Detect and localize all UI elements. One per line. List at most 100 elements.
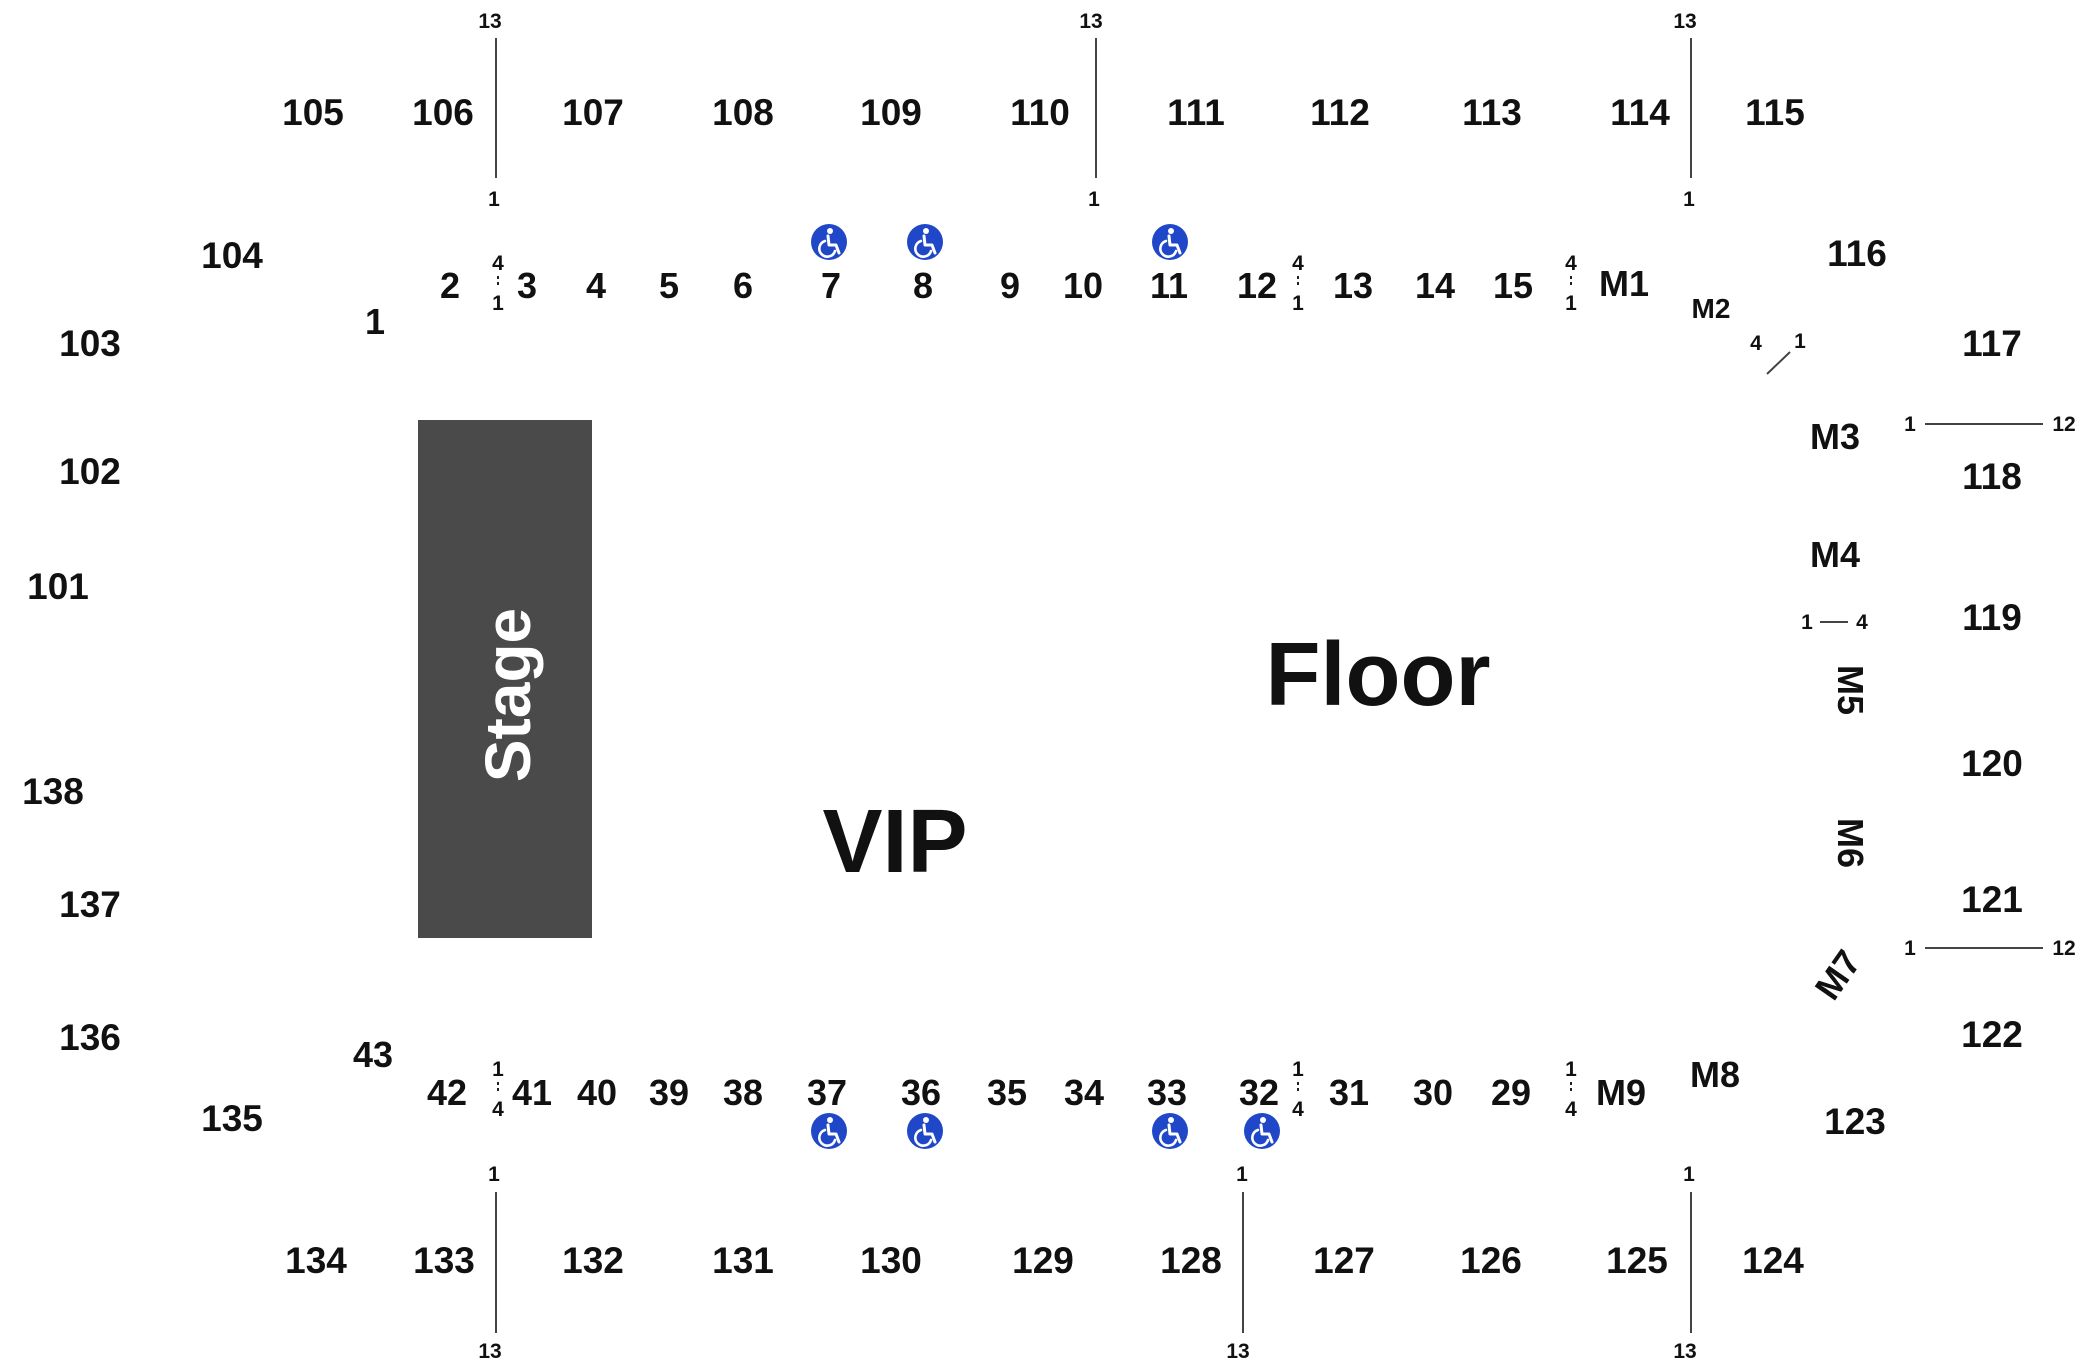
floor-block-39[interactable]: 39 bbox=[649, 1072, 689, 1113]
floor-block-m7[interactable]: M7 bbox=[1807, 943, 1869, 1007]
section-124[interactable]: 124 bbox=[1742, 1240, 1804, 1281]
section-126[interactable]: 126 bbox=[1460, 1240, 1522, 1281]
floor-block-32[interactable]: 32 bbox=[1239, 1072, 1279, 1113]
floor-block-2[interactable]: 2 bbox=[440, 265, 460, 306]
sections-left: 104 103 102 101 138 137 136 135 bbox=[22, 235, 263, 1139]
section-103[interactable]: 103 bbox=[59, 323, 121, 364]
floor-block-35[interactable]: 35 bbox=[987, 1072, 1027, 1113]
floor-block-38[interactable]: 38 bbox=[723, 1072, 763, 1113]
stage-block bbox=[418, 420, 592, 938]
floor-block-37[interactable]: 37 bbox=[807, 1072, 847, 1113]
section-105[interactable]: 105 bbox=[282, 92, 344, 133]
floor-block-1[interactable]: 1 bbox=[365, 301, 385, 342]
floor-block-7[interactable]: 7 bbox=[821, 265, 841, 306]
section-122[interactable]: 122 bbox=[1961, 1014, 2023, 1055]
floor-row-32-31-top: 1 bbox=[1292, 1058, 1304, 1081]
section-104[interactable]: 104 bbox=[201, 235, 263, 276]
section-107[interactable]: 107 bbox=[562, 92, 624, 133]
wheelchair-accessible-icon[interactable] bbox=[905, 222, 945, 262]
section-102[interactable]: 102 bbox=[59, 451, 121, 492]
floor-block-m4[interactable]: M4 bbox=[1810, 534, 1860, 575]
floor-block-m6[interactable]: M6 bbox=[1830, 818, 1871, 868]
section-116[interactable]: 116 bbox=[1827, 233, 1887, 274]
floor-block-m3[interactable]: M3 bbox=[1810, 416, 1860, 457]
floor-block-m8[interactable]: M8 bbox=[1690, 1054, 1740, 1095]
section-134[interactable]: 134 bbox=[285, 1240, 347, 1281]
floor-block-8[interactable]: 8 bbox=[913, 265, 933, 306]
section-114[interactable]: 114 bbox=[1610, 92, 1670, 133]
floor-row-42-41-bottom: 4 bbox=[492, 1098, 504, 1121]
wheelchair-accessible-icon[interactable] bbox=[809, 1111, 849, 1151]
floor-block-30[interactable]: 30 bbox=[1413, 1072, 1453, 1113]
floor-block-m9[interactable]: M9 bbox=[1596, 1072, 1646, 1113]
section-119[interactable]: 119 bbox=[1962, 597, 2022, 638]
section-108[interactable]: 108 bbox=[712, 92, 774, 133]
section-121[interactable]: 121 bbox=[1961, 879, 2023, 920]
floor-block-42[interactable]: 42 bbox=[427, 1072, 467, 1113]
floor-block-29[interactable]: 29 bbox=[1491, 1072, 1531, 1113]
section-110[interactable]: 110 bbox=[1010, 92, 1070, 133]
section-132[interactable]: 132 bbox=[562, 1240, 624, 1281]
section-125[interactable]: 125 bbox=[1606, 1240, 1668, 1281]
floor-block-11[interactable]: 11 bbox=[1150, 265, 1188, 306]
row-label-110-top: 13 bbox=[1079, 10, 1102, 33]
wheelchair-accessible-icon[interactable] bbox=[809, 222, 849, 262]
floor-block-9[interactable]: 9 bbox=[1000, 265, 1020, 306]
floor-block-15[interactable]: 15 bbox=[1493, 265, 1533, 306]
floor-block-36[interactable]: 36 bbox=[901, 1072, 941, 1113]
row-label-106-bottom: 1 bbox=[488, 188, 500, 211]
wheelchair-accessible-icon[interactable] bbox=[905, 1111, 945, 1151]
floor-block-34[interactable]: 34 bbox=[1064, 1072, 1104, 1113]
floor-block-31[interactable]: 31 bbox=[1329, 1072, 1369, 1113]
floor-row-markers: 4 1 4 1 4 1 4 1 1 4 1 4 1 4 1 4 bbox=[492, 252, 1868, 1121]
floor-block-13[interactable]: 13 bbox=[1333, 265, 1373, 306]
row-markers-right: 1 12 1 12 bbox=[1904, 413, 2076, 960]
wheelchair-accessible-icon[interactable] bbox=[1150, 1111, 1190, 1151]
sections-top: 105 106 107 108 109 110 111 112 113 114 … bbox=[282, 92, 1805, 133]
section-113[interactable]: 113 bbox=[1462, 92, 1522, 133]
floor-block-m5[interactable]: M5 bbox=[1830, 665, 1871, 715]
section-117[interactable]: 117 bbox=[1962, 323, 2022, 364]
section-115[interactable]: 115 bbox=[1745, 92, 1805, 133]
wheelchair-accessible-icon[interactable] bbox=[1150, 222, 1190, 262]
section-128[interactable]: 128 bbox=[1160, 1240, 1222, 1281]
section-101[interactable]: 101 bbox=[27, 566, 89, 607]
section-111[interactable]: 111 bbox=[1167, 92, 1225, 133]
floor-block-5[interactable]: 5 bbox=[659, 265, 679, 306]
stage[interactable]: Stage bbox=[418, 420, 592, 938]
section-120[interactable]: 120 bbox=[1961, 743, 2023, 784]
section-130[interactable]: 130 bbox=[860, 1240, 922, 1281]
section-118[interactable]: 118 bbox=[1962, 456, 2022, 497]
section-137[interactable]: 137 bbox=[59, 884, 121, 925]
floor-block-41[interactable]: 41 bbox=[512, 1072, 552, 1113]
floor-block-4[interactable]: 4 bbox=[586, 265, 606, 306]
section-133[interactable]: 133 bbox=[413, 1240, 475, 1281]
wheelchair-accessible-icon[interactable] bbox=[1242, 1111, 1282, 1151]
section-131[interactable]: 131 bbox=[712, 1240, 774, 1281]
floor-block-33[interactable]: 33 bbox=[1147, 1072, 1187, 1113]
floor-block-m1[interactable]: M1 bbox=[1599, 263, 1649, 304]
floor-block-m2[interactable]: M2 bbox=[1692, 293, 1731, 324]
sections-right: 116 117 118 119 120 121 122 123 bbox=[1824, 233, 2023, 1142]
section-123[interactable]: 123 bbox=[1824, 1101, 1886, 1142]
section-138[interactable]: 138 bbox=[22, 771, 84, 812]
floor-block-10[interactable]: 10 bbox=[1063, 265, 1103, 306]
row-label-114-bottom: 1 bbox=[1683, 188, 1695, 211]
floor-row-m2-m3-one: 1 bbox=[1794, 330, 1806, 353]
row-label-133-bottom: 13 bbox=[478, 1340, 501, 1363]
section-135[interactable]: 135 bbox=[201, 1098, 263, 1139]
floor-block-6[interactable]: 6 bbox=[733, 265, 753, 306]
section-106[interactable]: 106 bbox=[412, 92, 474, 133]
row-markers-bottom: 1 13 1 13 1 13 bbox=[478, 1163, 1696, 1363]
section-127[interactable]: 127 bbox=[1313, 1240, 1375, 1281]
floor-row-m2-m3-line bbox=[1766, 351, 1791, 375]
floor-block-14[interactable]: 14 bbox=[1415, 265, 1455, 306]
floor-block-40[interactable]: 40 bbox=[577, 1072, 617, 1113]
section-136[interactable]: 136 bbox=[59, 1017, 121, 1058]
floor-block-43[interactable]: 43 bbox=[353, 1034, 393, 1075]
section-112[interactable]: 112 bbox=[1310, 92, 1370, 133]
section-129[interactable]: 129 bbox=[1012, 1240, 1074, 1281]
floor-block-3[interactable]: 3 bbox=[517, 265, 537, 306]
section-109[interactable]: 109 bbox=[860, 92, 922, 133]
floor-block-12[interactable]: 12 bbox=[1237, 265, 1277, 306]
